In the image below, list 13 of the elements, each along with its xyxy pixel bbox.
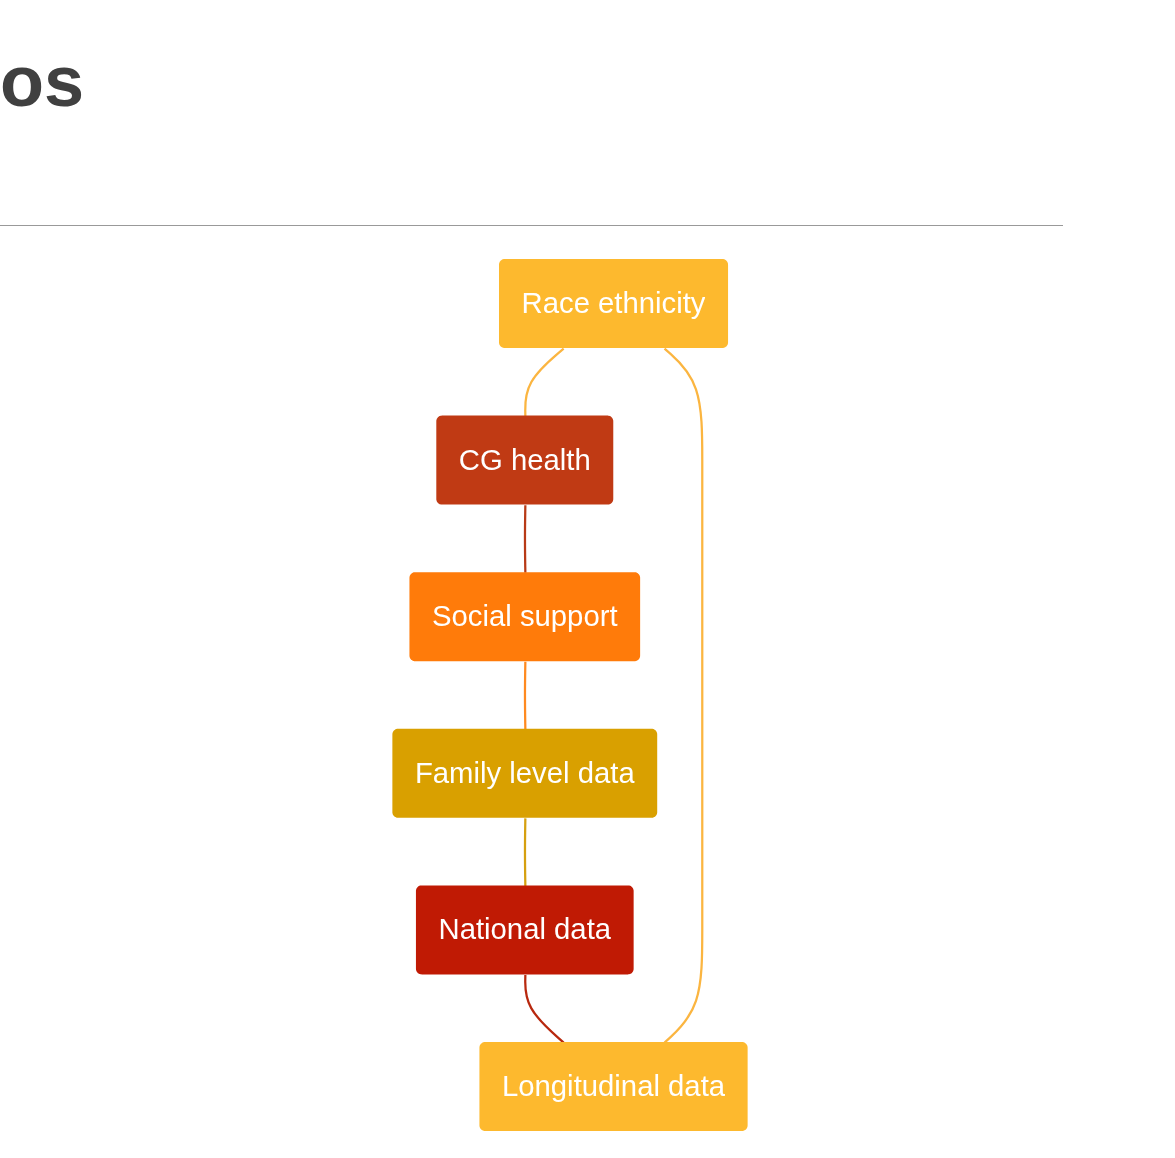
- node-box: Family level data: [392, 728, 658, 818]
- node-box: Longitudinal data: [479, 1042, 748, 1131]
- connector: [524, 347, 565, 417]
- slide-title: os: [0, 40, 85, 122]
- connector: [523, 818, 527, 886]
- node-box: National data: [415, 885, 634, 975]
- node-box: CG health: [436, 415, 614, 505]
- connector: [523, 505, 527, 573]
- connector: [523, 661, 527, 730]
- connector: [524, 974, 565, 1044]
- connector: [663, 347, 704, 1044]
- node-box: Social support: [409, 572, 641, 662]
- node-box: Race ethnicity: [499, 259, 729, 348]
